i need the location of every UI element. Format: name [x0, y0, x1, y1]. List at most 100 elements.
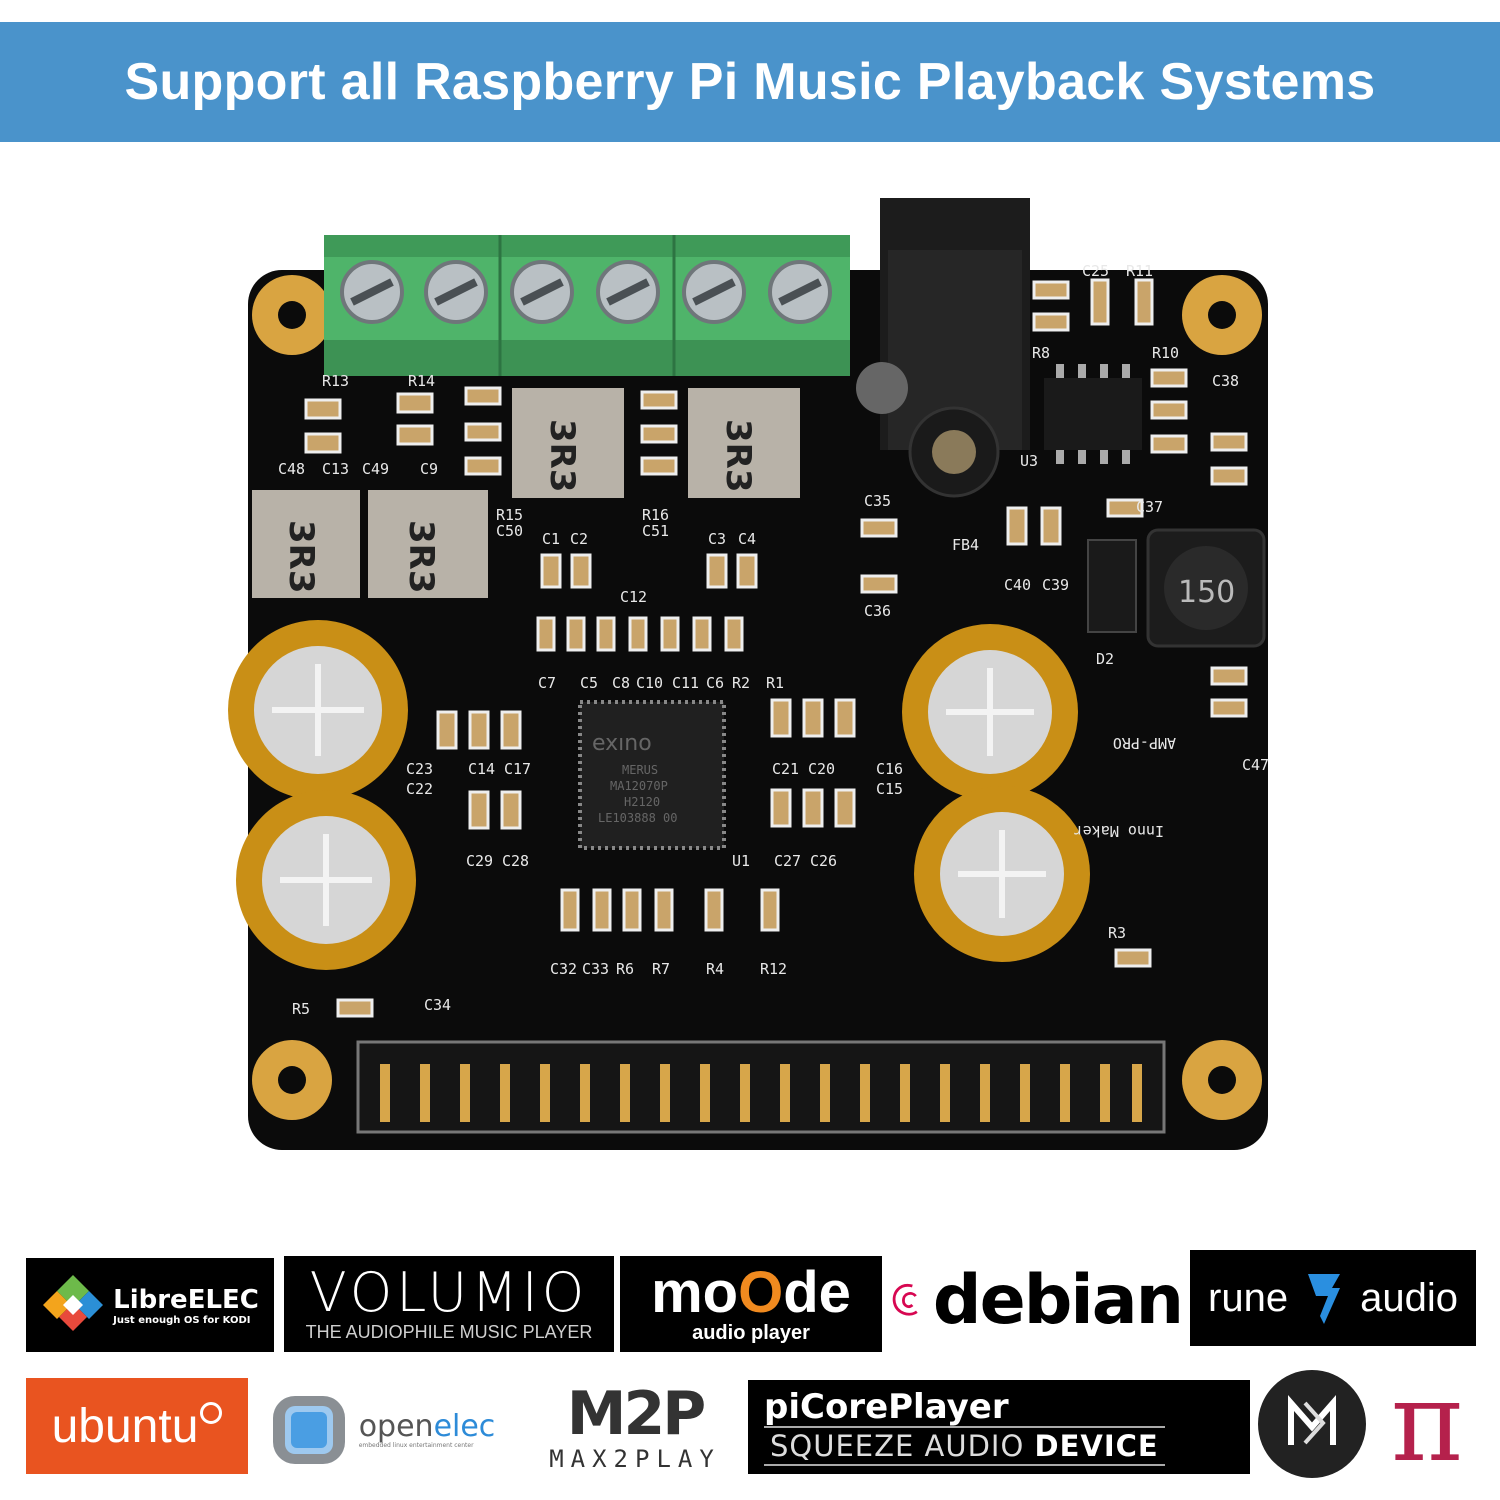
svg-text:R12: R12 — [760, 960, 787, 978]
svg-text:R3: R3 — [1108, 924, 1126, 942]
openelec-logo: openelec embedded linux entertainment ce… — [256, 1384, 506, 1476]
svg-text:C36: C36 — [864, 602, 891, 620]
svg-text:R5: R5 — [292, 1000, 310, 1018]
svg-text:C28: C28 — [502, 852, 529, 870]
max2play-logo: M2P MAX2PLAY — [530, 1380, 740, 1476]
svg-text:C7: C7 — [538, 674, 556, 692]
banner-title: Support all Raspberry Pi Music Playback … — [124, 53, 1376, 111]
debian-swirl-icon — [892, 1283, 918, 1316]
svg-text:C16: C16 — [876, 760, 903, 778]
svg-text:C33: C33 — [582, 960, 609, 978]
svg-text:C26: C26 — [810, 852, 837, 870]
svg-text:LE103888 00: LE103888 00 — [598, 811, 677, 825]
svg-text:MERUS: MERUS — [622, 763, 658, 777]
power-inductor: 150 — [1146, 528, 1266, 648]
svg-text:C10: C10 — [636, 674, 663, 692]
libreelec-icon — [41, 1273, 105, 1337]
amplifier-board-image: 3R3 3R3 3R3 3R3 150 exıno MERUS MA12070P… — [212, 190, 1292, 1190]
moode-m-logo — [1258, 1370, 1366, 1478]
picoreplayer-logo: piCorePlayer SQUEEZE AUDIO DEVICE — [748, 1380, 1250, 1474]
svg-text:C3: C3 — [708, 530, 726, 548]
inductors — [252, 388, 800, 598]
svg-text:R8: R8 — [1032, 344, 1050, 362]
debian-logo: debian — [890, 1254, 1182, 1346]
svg-text:C37: C37 — [1136, 498, 1163, 516]
max2play-mark: M2P — [566, 1380, 706, 1449]
moode-tagline: audio player — [692, 1321, 810, 1344]
svg-text:C49: C49 — [362, 460, 389, 478]
openelec-tv-icon — [272, 1396, 345, 1464]
svg-text:C20: C20 — [808, 760, 835, 778]
gpio-header — [356, 1040, 1166, 1134]
svg-text:C51: C51 — [642, 522, 669, 540]
svg-text:R4: R4 — [706, 960, 724, 978]
inductor-label-1: 3R3 — [542, 419, 582, 493]
svg-text:C27: C27 — [774, 852, 801, 870]
svg-text:R2: R2 — [732, 674, 750, 692]
svg-text:C13: C13 — [322, 460, 349, 478]
svg-text:AMP-PRO: AMP-PRO — [1113, 734, 1176, 752]
svg-text:R11: R11 — [1126, 262, 1153, 280]
svg-text:C1: C1 — [542, 530, 560, 548]
svg-text:U1: U1 — [732, 852, 750, 870]
svg-text:C39: C39 — [1042, 576, 1069, 594]
svg-text:R6: R6 — [616, 960, 634, 978]
ubuntu-name: ubuntu — [51, 1399, 199, 1453]
smd-components — [304, 278, 1248, 1018]
svg-text:C5: C5 — [580, 674, 598, 692]
rune-icon — [1308, 1274, 1341, 1324]
svg-text:C35: C35 — [864, 492, 891, 510]
pcb-drawing: 3R3 3R3 3R3 3R3 150 exıno MERUS MA12070P… — [228, 198, 1269, 1150]
openelec-name: openelec — [358, 1408, 496, 1444]
svg-text:C14: C14 — [468, 760, 495, 778]
max2play-name: MAX2PLAY — [549, 1445, 721, 1473]
svg-text:C40: C40 — [1004, 576, 1031, 594]
svg-text:C47: C47 — [1242, 756, 1269, 774]
svg-text:C29: C29 — [466, 852, 493, 870]
pi-music-logo: π — [1372, 1366, 1482, 1478]
svg-text:C38: C38 — [1212, 372, 1239, 390]
svg-text:150: 150 — [1178, 575, 1235, 610]
svg-text:C2: C2 — [570, 530, 588, 548]
picoreplayer-name: piCorePlayer — [764, 1387, 1009, 1427]
ubuntu-circle-icon — [200, 1402, 223, 1424]
svg-text:C48: C48 — [278, 460, 305, 478]
libreelec-tagline: Just enough OS for KODI — [113, 1314, 251, 1326]
volumio-tagline: THE AUDIOPHILE MUSIC PLAYER — [305, 1321, 593, 1342]
svg-text:R7: R7 — [652, 960, 670, 978]
u3-chip — [1044, 364, 1142, 464]
svg-text:C50: C50 — [496, 522, 523, 540]
svg-text:C15: C15 — [876, 780, 903, 798]
picoreplayer-tagline: SQUEEZE AUDIO DEVICE — [764, 1426, 1165, 1466]
libreelec-name: LibreELEC — [113, 1284, 259, 1315]
openelec-tagline: embedded linux entertainment center — [358, 1441, 474, 1449]
svg-text:R15: R15 — [496, 506, 523, 524]
svg-text:R1: R1 — [766, 674, 784, 692]
svg-text:U3: U3 — [1020, 452, 1038, 470]
svg-text:C25: C25 — [1082, 262, 1109, 280]
m-icon — [1288, 1395, 1336, 1445]
svg-text:R14: R14 — [408, 372, 435, 390]
svg-text:FB4: FB4 — [952, 536, 979, 554]
moode-logo: moOde audio player — [620, 1256, 882, 1352]
pi-symbol: π — [1390, 1366, 1464, 1478]
amplifier-chip: exıno MERUS MA12070P H2120 LE103888 00 — [578, 700, 726, 850]
svg-text:C9: C9 — [420, 460, 438, 478]
svg-text:C11: C11 — [672, 674, 699, 692]
dc-power-jack — [856, 198, 1030, 498]
svg-text:C21: C21 — [772, 760, 799, 778]
rune-word: rune — [1208, 1275, 1289, 1320]
audio-word: audio — [1360, 1275, 1458, 1320]
svg-text:C22: C22 — [406, 780, 433, 798]
diode — [1087, 539, 1137, 633]
svg-text:C4: C4 — [738, 530, 756, 548]
inductor-label-3: 3R3 — [281, 520, 321, 594]
libreelec-logo: LibreELEC Just enough OS for KODI — [26, 1258, 274, 1352]
svg-text:Inno Maker: Inno Maker — [1074, 822, 1164, 840]
svg-text:C17: C17 — [504, 760, 531, 778]
header-banner: Support all Raspberry Pi Music Playback … — [0, 22, 1500, 142]
ubuntu-logo: ubuntu — [26, 1378, 248, 1474]
inductor-label-4: 3R3 — [401, 520, 441, 594]
svg-text:C6: C6 — [706, 674, 724, 692]
moode-name: moOde — [651, 1259, 851, 1325]
